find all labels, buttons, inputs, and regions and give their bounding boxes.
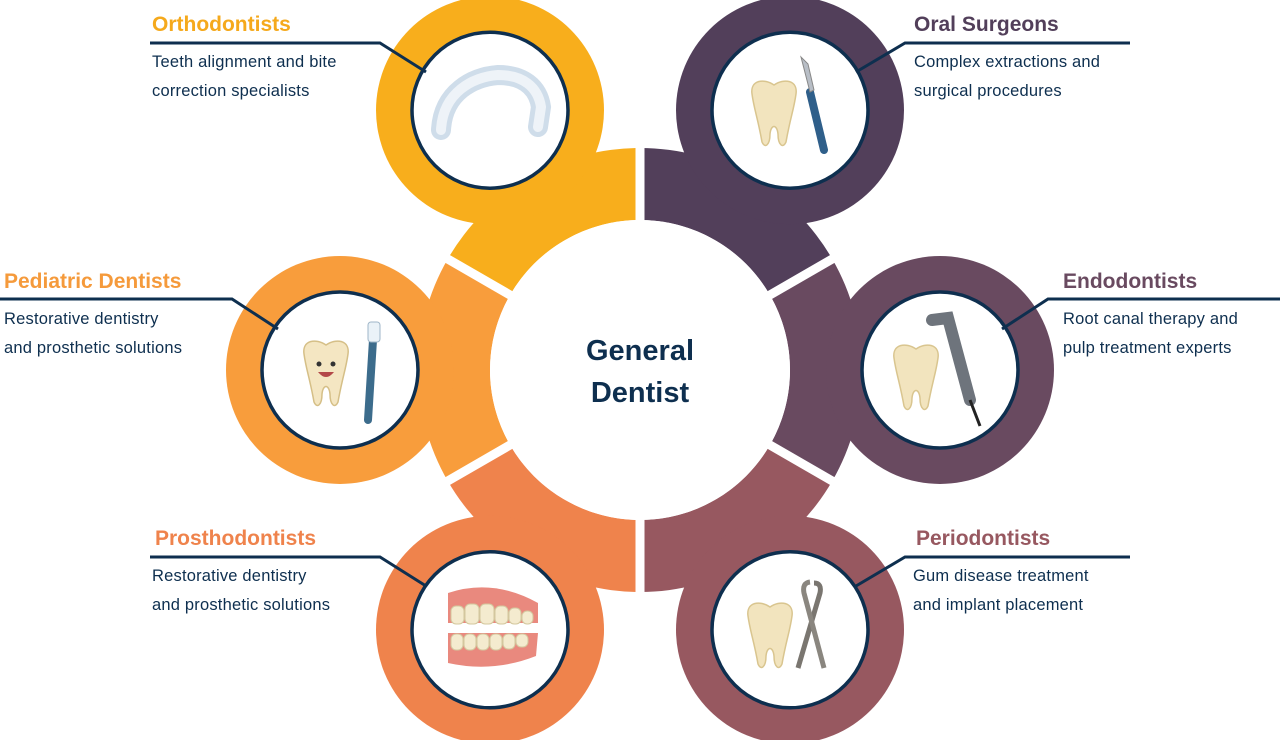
label-orthodontists: Orthodontists Teeth alignment and bite co…	[152, 12, 337, 106]
center-title: General Dentist	[490, 330, 790, 414]
desc-line: and implant placement	[913, 596, 1084, 614]
desc-line: Gum disease treatment	[913, 567, 1089, 585]
desc-line: Complex extractions and	[914, 53, 1101, 71]
center-title-line2: Dentist	[590, 377, 690, 409]
title-oral-surgeons: Oral Surgeons	[914, 13, 1059, 36]
label-endodontists: Endodontists Root canal therapy and pulp …	[1063, 269, 1238, 363]
desc-line: Restorative dentistry	[152, 567, 307, 585]
leader-line-periodontists	[855, 555, 1130, 588]
desc-line: and prosthetic solutions	[4, 339, 183, 357]
desc-line: Teeth alignment and bite	[152, 53, 337, 71]
title-pediatric-dentists: Pediatric Dentists	[4, 270, 182, 293]
tooth-scalpel-icon	[751, 55, 828, 154]
title-periodontists: Periodontists	[916, 527, 1051, 550]
label-prosthodontists: Prosthodontists Restorative dentistry and…	[152, 526, 331, 620]
icon-frame-orthodontists	[410, 30, 570, 190]
clear-aligner-icon	[431, 64, 552, 140]
label-pediatric-dentists: Pediatric Dentists Restorative dentistry…	[4, 269, 182, 363]
desc-line: correction specialists	[152, 82, 310, 100]
leader-line-endodontists	[1001, 297, 1280, 331]
icon-frame-prosthodontists	[410, 550, 570, 710]
center-circle	[490, 220, 790, 520]
dentures-icon	[448, 587, 538, 667]
label-periodontists: Periodontists Gum disease treatment and i…	[913, 526, 1089, 620]
desc-line: pulp treatment experts	[1063, 339, 1232, 357]
tooth-probes-icon	[747, 579, 827, 669]
segment-divider	[410, 235, 517, 302]
tooth-handpiece-icon	[893, 311, 982, 427]
smiling-tooth-toothbrush-icon	[303, 321, 381, 424]
desc-line: Root canal therapy and	[1063, 310, 1239, 328]
title-endodontists: Endodontists	[1063, 270, 1198, 293]
leader-line-pediatric-dentists	[0, 297, 279, 331]
label-oral-surgeons: Oral Surgeons Complex extractions and sur…	[914, 12, 1100, 106]
leader-line-orthodontists	[150, 41, 427, 74]
center-title-line1: General	[586, 335, 694, 367]
title-orthodontists: Orthodontists	[152, 13, 291, 36]
desc-line: and prosthetic solutions	[152, 596, 331, 614]
title-prosthodontists: Prosthodontists	[155, 527, 316, 550]
desc-line: Restorative dentistry	[4, 310, 159, 328]
leader-line-prosthodontists	[150, 555, 427, 588]
segment-divider	[410, 438, 517, 505]
desc-line: surgical procedures	[914, 82, 1062, 100]
icon-frame-endodontists	[860, 290, 1020, 450]
leader-line-oral-surgeons	[855, 41, 1130, 74]
segment-divider	[763, 235, 870, 302]
segment-divider	[763, 438, 870, 505]
